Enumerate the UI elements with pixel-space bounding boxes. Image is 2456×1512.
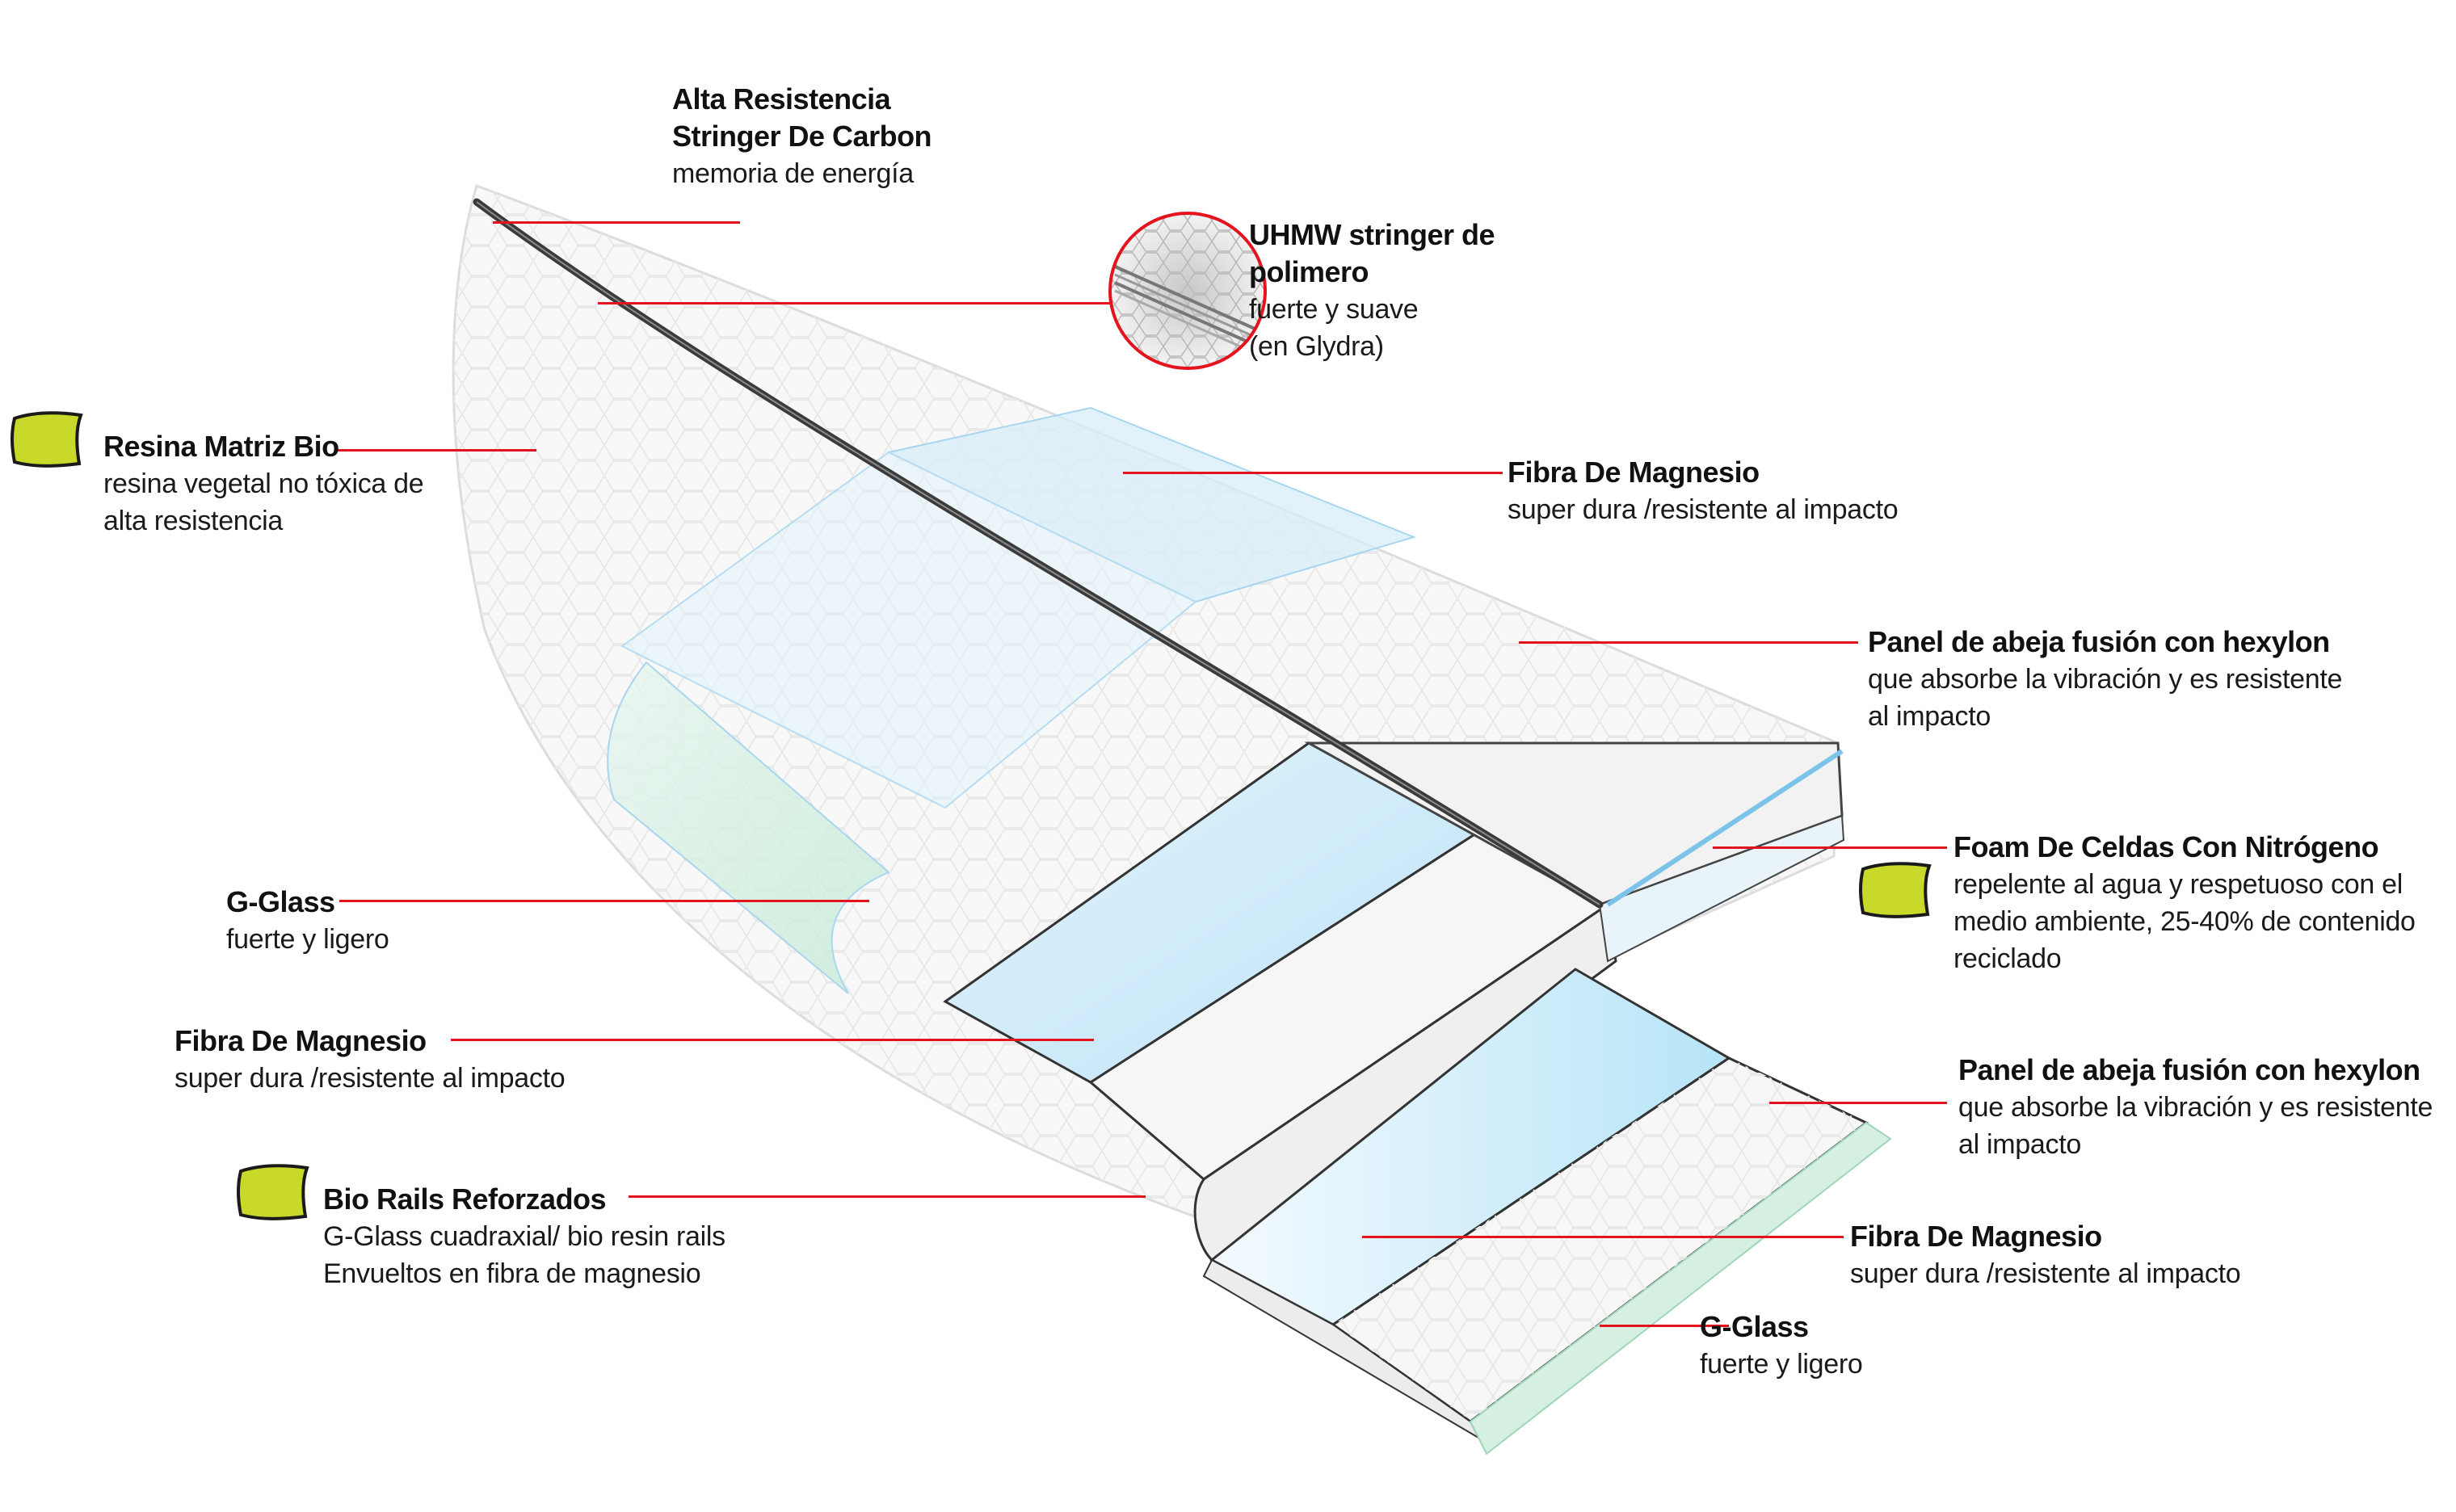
leader-magnesium-left — [451, 1039, 1094, 1041]
label-desc: fuerte y ligero — [226, 924, 389, 955]
leader-carbon-stringer — [493, 221, 740, 224]
g-glass-left-sheet — [607, 661, 890, 994]
label-title: G-Glass — [1700, 1310, 1809, 1343]
label-desc: G-Glass cuadraxial/ bio resin rails — [323, 1221, 725, 1252]
label-title: G-Glass — [226, 885, 335, 918]
label-honeycomb-bottom: Panel de abeja fusión con hexylon que ab… — [1958, 1052, 2433, 1163]
label-title: Foam De Celdas Con Nitrógeno — [1953, 830, 2379, 863]
label-carbon-stringer: Alta Resistencia Stringer De Carbon memo… — [672, 81, 932, 192]
eco-leaf-icon — [237, 1164, 309, 1220]
label-title: Alta Resistencia — [672, 82, 891, 116]
label-desc: Envueltos en fibra de magnesio — [323, 1258, 701, 1289]
label-title: polimero — [1249, 255, 1369, 288]
label-title: Fibra De Magnesio — [175, 1024, 427, 1057]
label-desc: super dura /resistente al impacto — [1508, 494, 1899, 525]
label-desc: que absorbe la vibración y es resistente — [1868, 664, 2343, 695]
label-desc: repelente al agua y respetuoso con el — [1953, 869, 2403, 900]
label-desc: fuerte y suave — [1249, 294, 1419, 325]
leader-bio-rails — [629, 1195, 1146, 1198]
leader-magnesium-top — [1123, 472, 1503, 474]
label-title: Fibra De Magnesio — [1508, 456, 1760, 489]
label-magnesium-top: Fibra De Magnesio super dura /resistente… — [1508, 454, 1899, 528]
leader-uhmw-stringer — [598, 302, 1112, 304]
label-desc: fuerte y ligero — [1700, 1349, 1863, 1380]
label-title: UHMW stringer de — [1249, 218, 1495, 251]
label-desc: alta resistencia — [103, 506, 283, 536]
leader-bio-resin — [338, 449, 536, 452]
label-title: Bio Rails Reforzados — [323, 1182, 607, 1216]
label-magnesium-bottom: Fibra De Magnesio super dura /resistente… — [1850, 1218, 2241, 1292]
label-desc: super dura /resistente al impacto — [175, 1063, 566, 1094]
label-title: Panel de abeja fusión con hexylon — [1868, 625, 2330, 658]
label-desc: al impacto — [1958, 1129, 2081, 1160]
leader-g-glass-left — [339, 900, 869, 902]
leader-honeycomb-top — [1519, 641, 1858, 644]
leader-magnesium-bottom — [1362, 1236, 1844, 1238]
label-desc: resina vegetal no tóxica de — [103, 468, 424, 499]
label-desc: super dura /resistente al impacto — [1850, 1258, 2241, 1289]
leader-honeycomb-bottom — [1769, 1102, 1947, 1104]
eco-leaf-icon — [1859, 862, 1932, 918]
label-title: Stringer De Carbon — [672, 120, 932, 153]
label-desc: (en Glydra) — [1249, 331, 1384, 362]
label-uhmw-stringer: UHMW stringer de polimero fuerte y suave… — [1249, 216, 1495, 365]
label-title: Resina Matriz Bio — [103, 430, 339, 463]
g-glass-bottom-layer — [1469, 1121, 1892, 1455]
eco-leaf-icon — [11, 411, 83, 468]
label-g-glass-bottom: G-Glass fuerte y ligero — [1700, 1308, 1863, 1383]
uhmw-zoom-inset — [1108, 212, 1267, 370]
label-desc: medio ambiente, 25-40% de contenido — [1953, 906, 2416, 937]
label-desc: al impacto — [1868, 701, 1991, 732]
label-bio-rails: Bio Rails Reforzados G-Glass cuadraxial/… — [323, 1181, 725, 1292]
label-desc: reciclado — [1953, 943, 2062, 974]
label-desc: que absorbe la vibración y es resistente — [1958, 1092, 2433, 1123]
label-honeycomb-top: Panel de abeja fusión con hexylon que ab… — [1868, 624, 2342, 735]
label-magnesium-left: Fibra De Magnesio super dura /resistente… — [175, 1023, 566, 1097]
label-desc: memoria de energía — [672, 158, 914, 189]
label-title: Panel de abeja fusión con hexylon — [1958, 1053, 2420, 1086]
leader-foam — [1713, 846, 1947, 849]
label-title: Fibra De Magnesio — [1850, 1220, 2102, 1253]
label-foam: Foam De Celdas Con Nitrógeno repelente a… — [1953, 829, 2416, 977]
label-bio-resin: Resina Matriz Bio resina vegetal no tóxi… — [103, 428, 424, 540]
leader-g-glass-bottom — [1600, 1325, 1729, 1327]
label-g-glass-left: G-Glass fuerte y ligero — [226, 884, 389, 958]
